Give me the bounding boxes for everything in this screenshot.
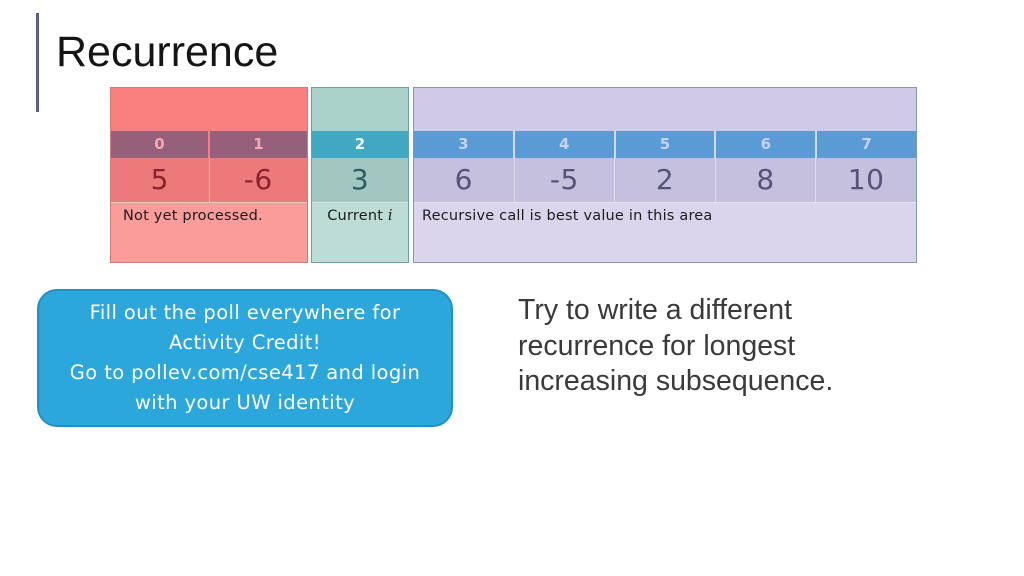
index-cell: 3 <box>458 135 469 153</box>
page-title: Recurrence <box>56 28 279 76</box>
value-cell: 5 <box>150 163 169 196</box>
value-cell: 8 <box>714 158 816 202</box>
index-cell: 0 <box>154 135 165 153</box>
region-not-processed: 0 1 5 -6 Not yet processed. <box>110 87 308 263</box>
poll-line: Fill out the poll everywhere for <box>89 301 401 324</box>
region-label-variable: i <box>387 208 393 224</box>
prompt-line: recurrence for longest <box>518 329 796 362</box>
poll-callout-box: Fill out the poll everywhere for Activit… <box>37 289 453 427</box>
region-label: Not yet processed. <box>111 203 307 262</box>
prompt-line: increasing subsequence. <box>518 365 834 397</box>
index-cell: 1 <box>208 131 307 158</box>
region-top-band <box>312 88 408 131</box>
values-row: 6 -5 2 8 10 <box>414 158 916 203</box>
prompt-text: Try to write a different recurrence for … <box>518 293 833 400</box>
region-label-text: Not yet processed. <box>123 208 263 224</box>
value-cell: 6 <box>454 163 473 196</box>
title-accent-bar <box>36 13 39 112</box>
index-cell: 7 <box>815 131 916 158</box>
index-header-row: 2 <box>312 131 408 158</box>
value-cell: 10 <box>815 158 916 202</box>
index-cell: 2 <box>354 135 366 153</box>
region-top-band <box>414 88 916 131</box>
value-cell: 3 <box>350 163 370 196</box>
array-table: 0 1 5 -6 Not yet processed. 2 3 Current … <box>110 87 917 263</box>
values-row: 3 <box>312 158 408 203</box>
region-label-text: Current <box>327 208 384 224</box>
region-label-text: Recursive call is best value in this are… <box>422 208 713 224</box>
index-cell: 4 <box>512 131 614 158</box>
prompt-line: Try to write a different <box>518 294 793 326</box>
region-recursive-call: 3 4 5 6 7 6 -5 2 8 10 Recursive call is … <box>413 87 917 263</box>
poll-line: Go to pollev.com/cse417 and login <box>69 361 421 384</box>
index-cell: 6 <box>714 131 815 158</box>
region-current-i: 2 3 Current i <box>311 87 409 263</box>
value-cell: -5 <box>513 158 615 202</box>
poll-line: Activity Credit! <box>169 331 321 354</box>
region-label: Current i <box>312 203 408 262</box>
index-cell: 5 <box>613 131 715 158</box>
index-header-row: 0 1 <box>111 131 307 158</box>
poll-line: with your UW identity <box>134 391 356 414</box>
value-cell: -6 <box>208 158 308 202</box>
value-cell: 2 <box>614 158 715 202</box>
index-header-row: 3 4 5 6 7 <box>414 131 916 158</box>
region-top-band <box>111 88 307 131</box>
values-row: 5 -6 <box>111 158 307 203</box>
region-label: Recursive call is best value in this are… <box>414 203 916 262</box>
